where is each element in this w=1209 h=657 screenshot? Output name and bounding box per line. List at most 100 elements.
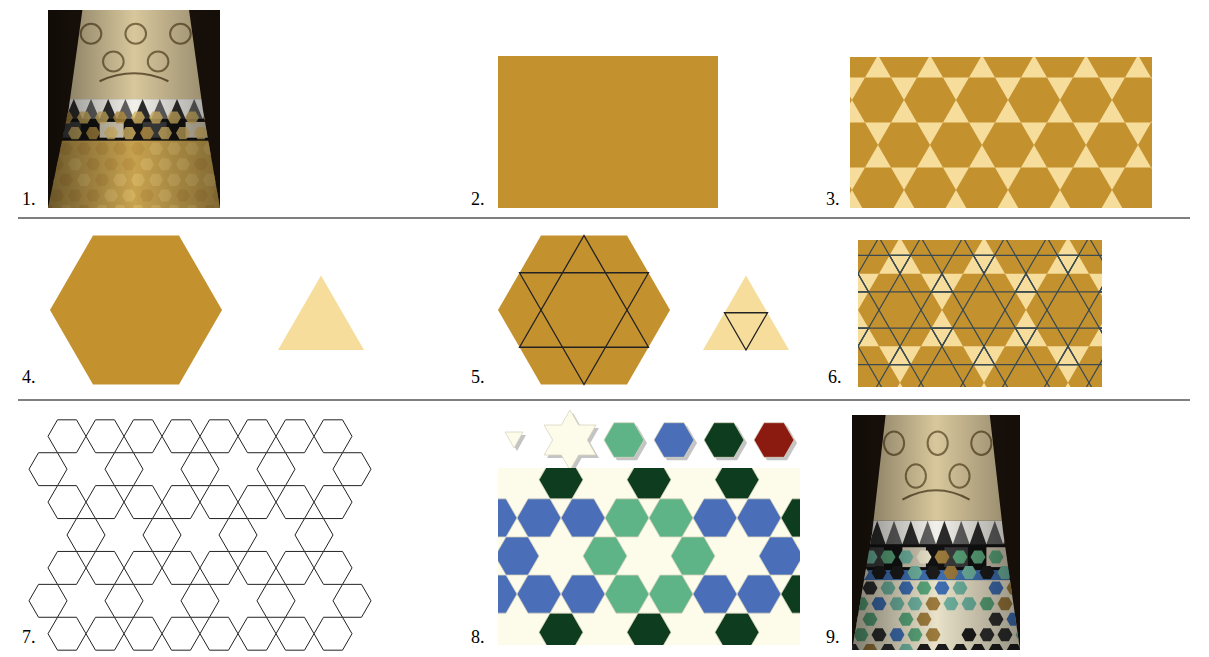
hexagon-tile (1086, 57, 1138, 77)
triangle-line (932, 274, 953, 292)
line-art-hexagon (162, 551, 200, 584)
line-art-hexagon (238, 617, 276, 650)
line-art-hexagon (86, 617, 124, 650)
panel-number: 1. (22, 190, 36, 208)
triangle-line (858, 328, 869, 346)
line-art-hexagon (181, 453, 219, 486)
triangle-shape (703, 276, 789, 351)
triangle-line (1058, 255, 1079, 273)
hexagon-tile (982, 57, 1034, 77)
triangle-line (1058, 346, 1079, 364)
hexagon-tile (850, 168, 852, 208)
hexagon-tile (930, 57, 982, 77)
triangle-line (1100, 328, 1103, 346)
star-line (911, 240, 974, 255)
triangle-line (1058, 346, 1079, 364)
line-art-hexagon (333, 453, 371, 486)
triangle-line (1016, 274, 1037, 292)
triangle-line (1016, 274, 1037, 292)
colored-hexagon (539, 613, 583, 645)
triangle-line (890, 255, 911, 273)
star-line (858, 240, 890, 255)
column-photo (809, 415, 1067, 657)
triangle-line (974, 346, 995, 364)
triangle-line (1100, 328, 1103, 346)
line-art-hexagon (238, 420, 276, 453)
triangle-line (1058, 346, 1079, 364)
triangle-line (1100, 274, 1103, 292)
triangle-line (1058, 255, 1079, 273)
line-art-hexagon (105, 584, 143, 617)
line-art-hexagon (162, 486, 200, 519)
triangle-shape (278, 276, 364, 351)
colored-tiling (498, 468, 800, 645)
hexagon-tile (1008, 168, 1060, 208)
line-art-hexagon (67, 519, 105, 552)
triangle-line (1016, 328, 1037, 346)
colored-hexagon (517, 499, 561, 537)
star-line (869, 274, 932, 329)
triangle-line (932, 274, 953, 292)
hexagon-tile (1034, 123, 1086, 168)
tile-pieces (505, 410, 797, 473)
triangle-line (1100, 328, 1103, 346)
hexagon-tile (858, 274, 942, 347)
colored-hexagon (627, 468, 671, 499)
triangle-line (1100, 274, 1103, 292)
colored-hexagon (715, 468, 759, 499)
hexagon-tile (900, 240, 984, 274)
star-line (995, 240, 1058, 274)
hexagon-tile (1034, 57, 1086, 77)
hexagon-shape (498, 236, 670, 385)
line-art-hexagon (200, 486, 238, 519)
triangle-line (1016, 274, 1037, 292)
triangle-line (932, 328, 953, 346)
hexagon-tile (984, 346, 1068, 387)
photo-background (852, 415, 1020, 650)
triangle-line (890, 346, 911, 364)
triangle-line (858, 274, 869, 292)
line-art-hexagon (238, 486, 276, 519)
colored-hexagon (498, 499, 517, 537)
hexagon-tile (878, 123, 930, 168)
line-art-hexagon (48, 486, 86, 519)
hexagon-tile (942, 274, 1026, 347)
star-line (1037, 274, 1100, 329)
triangle-line (890, 346, 911, 364)
colored-hexagon (715, 613, 759, 645)
star-line (858, 365, 890, 387)
star-line (995, 240, 1058, 255)
line-art-hexagon (86, 486, 124, 519)
colored-hexagon (671, 537, 715, 575)
photo-background (48, 10, 220, 208)
line-art-hexagon (181, 584, 219, 617)
triangle-line (974, 255, 995, 273)
row-separator (18, 399, 1190, 400)
colored-hexagon (781, 499, 800, 537)
line-art-hexagon (143, 519, 181, 552)
triangle-line (858, 328, 869, 346)
triangle-line (974, 346, 995, 364)
triangle-line (1100, 274, 1103, 292)
colored-hexagon (759, 537, 800, 575)
line-art-hexagon (314, 617, 352, 650)
hexagon-tile (904, 77, 956, 122)
colored-hexagon (583, 537, 627, 575)
hexagon-tile (1026, 274, 1102, 347)
line-art-hexagon (29, 453, 67, 486)
colored-hexagon (498, 537, 539, 575)
line-art-hexagon (314, 486, 352, 519)
line-art-hexagon (333, 584, 371, 617)
triangle-line (890, 255, 911, 273)
hexagon-tile (984, 240, 1068, 274)
panel-number: 9. (826, 628, 840, 646)
triangle-line (932, 328, 953, 346)
star-line (520, 273, 649, 385)
line-art-hexagon (162, 617, 200, 650)
triangle-line (858, 274, 869, 292)
colored-hexagon (561, 575, 605, 613)
triangle-line (890, 346, 911, 364)
line-art-hexagon (314, 420, 352, 453)
triangle-line (932, 328, 953, 346)
hexagon-tile (850, 57, 878, 77)
